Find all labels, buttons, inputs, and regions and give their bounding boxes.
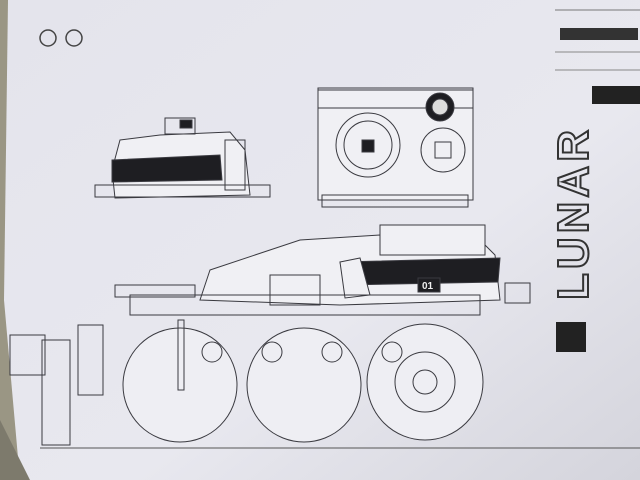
rear-elevation-partial: [9, 324, 104, 446]
barcode: [560, 28, 638, 40]
front-elevation: [317, 87, 474, 208]
title-block: [555, 9, 640, 104]
recycle-icons: [39, 29, 83, 47]
vehicle-number: 01: [422, 281, 434, 292]
wheel: [246, 327, 362, 443]
wheels: [122, 319, 484, 443]
main-side-elevation: 01: [40, 224, 640, 449]
wheel: [122, 327, 238, 443]
lunar-logo: LUNAR: [548, 125, 599, 352]
brand-logo-text: LUNAR: [549, 126, 598, 300]
paper-sheet-edge: [0, 420, 30, 480]
side-elevation-small: [94, 117, 271, 199]
wheel: [366, 323, 484, 441]
